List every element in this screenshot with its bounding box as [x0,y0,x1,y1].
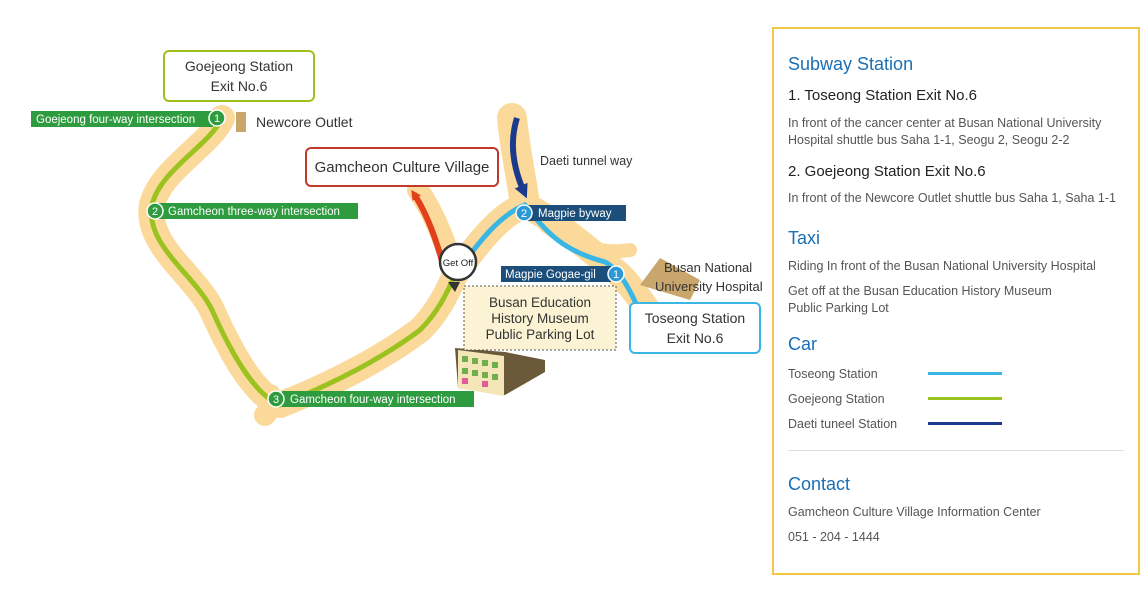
legend-row-goejeong: Goejeong Station [788,386,1122,411]
svg-text:1: 1 [613,269,619,281]
marker-magpie-gogae-gil: Magpie Gogae-gil 1 [501,265,625,283]
svg-text:University Hospital: University Hospital [655,279,763,294]
svg-text:Exit No.6: Exit No.6 [667,330,724,346]
legend-line-goejeong [928,397,1002,400]
marker-gamcheon-three-way: Gamcheon three-way intersection 2 [146,202,358,220]
svg-text:2: 2 [152,206,158,218]
culture-village-box: Gamcheon Culture Village [305,147,499,187]
svg-text:Exit No.6: Exit No.6 [211,78,268,94]
legend-row-daeti: Daeti tuneel Station [788,411,1122,436]
taxi-line: Riding In front of the Busan National Un… [788,259,1096,273]
directions-panel: Subway Station 1. Toseong Station Exit N… [772,27,1140,575]
svg-text:Gamcheon four-way intersection: Gamcheon four-way intersection [290,394,456,406]
svg-text:1: 1 [214,113,220,125]
svg-text:2: 2 [521,208,527,220]
subway-item-1-title: 1. Toseong Station Exit No.6 [788,87,978,104]
toseong-station-box: Toseong Station Exit No.6 [629,302,761,354]
contact-section: Contact Gamcheon Culture Village Informa… [788,473,1122,546]
legend-line-daeti [928,422,1002,425]
svg-text:Public Parking Lot: Public Parking Lot [486,327,595,342]
subway-item-1-line: Hospital shuttle bus Saha 1-1, Seogu 2, … [788,133,1070,147]
subway-section: Subway Station 1. Toseong Station Exit N… [788,53,1122,207]
svg-text:Gamcheon Culture Village: Gamcheon Culture Village [315,159,490,176]
legend-name: Daeti tuneel Station [788,416,898,431]
svg-text:Toseong Station: Toseong Station [645,310,745,326]
svg-text:3: 3 [273,394,279,406]
legend-line-toseong [928,372,1002,375]
svg-text:Magpie byway: Magpie byway [538,208,612,220]
marker-magpie-byway: Magpie byway 2 [515,204,626,222]
svg-text:Get Off: Get Off [443,258,474,269]
museum-building [455,348,545,396]
svg-text:Busan National: Busan National [664,260,752,275]
contact-title: Contact [788,474,851,494]
daeti-route-line [510,117,528,199]
taxi-line: Get off at the Busan Education History M… [788,284,1052,298]
svg-text:Goejeong Station: Goejeong Station [185,58,293,74]
svg-text:Busan Education: Busan Education [489,295,591,310]
taxi-section: Taxi Riding In front of the Busan Nation… [788,227,1122,317]
car-section: Car Toseong Station Goejeong Station Dae… [788,333,1122,436]
subway-item-2-title: 2. Goejeong Station Exit No.6 [788,163,986,180]
car-title: Car [788,334,818,354]
newcore-outlet-label: Newcore Outlet [256,114,353,130]
section-divider [788,450,1124,451]
daeti-tunnel-label: Daeti tunnel way [540,154,633,168]
subway-item-1-line: In front of the cancer center at Busan N… [788,116,1102,130]
marker-gamcheon-four-way: Gamcheon four-way intersection 3 [267,390,474,408]
legend-name: Toseong Station [788,366,878,381]
taxi-line: Public Parking Lot [788,301,889,315]
goejeong-station-box: Goejeong Station Exit No.6 [163,50,315,102]
svg-text:Magpie Gogae-gil: Magpie Gogae-gil [505,269,596,281]
subway-title: Subway Station [788,54,914,74]
contact-center: Gamcheon Culture Village Information Cen… [788,505,1041,519]
legend-row-toseong: Toseong Station [788,361,1122,386]
car-legend: Toseong Station Goejeong Station Daeti t… [788,361,1122,436]
svg-text:Goejeong four-way intersection: Goejeong four-way intersection [36,114,195,126]
subway-item-2-line: In front of the Newcore Outlet shuttle b… [788,191,1116,205]
taxi-title: Taxi [788,228,821,248]
road-east [538,218,637,259]
hospital-building [640,258,700,300]
legend-name: Goejeong Station [788,391,885,406]
hospital-label: Busan National University Hospital [655,260,763,294]
svg-text:History Museum: History Museum [491,311,589,326]
get-off-pin: Get Off [438,242,478,292]
contact-phone: 051 - 204 - 1444 [788,530,880,544]
svg-text:Gamcheon three-way intersectio: Gamcheon three-way intersection [168,206,340,218]
road-west-loop [138,105,293,418]
route-map: Goejeong Station Exit No.6 Newcore Outle… [31,50,763,426]
marker-goejeong-four-way: Goejeong four-way intersection 1 [31,109,226,127]
museum-parking-box: Busan Education History Museum Public Pa… [463,285,617,351]
newcore-building [236,112,246,132]
goejeong-route-line [148,115,458,408]
road-south [267,262,468,418]
